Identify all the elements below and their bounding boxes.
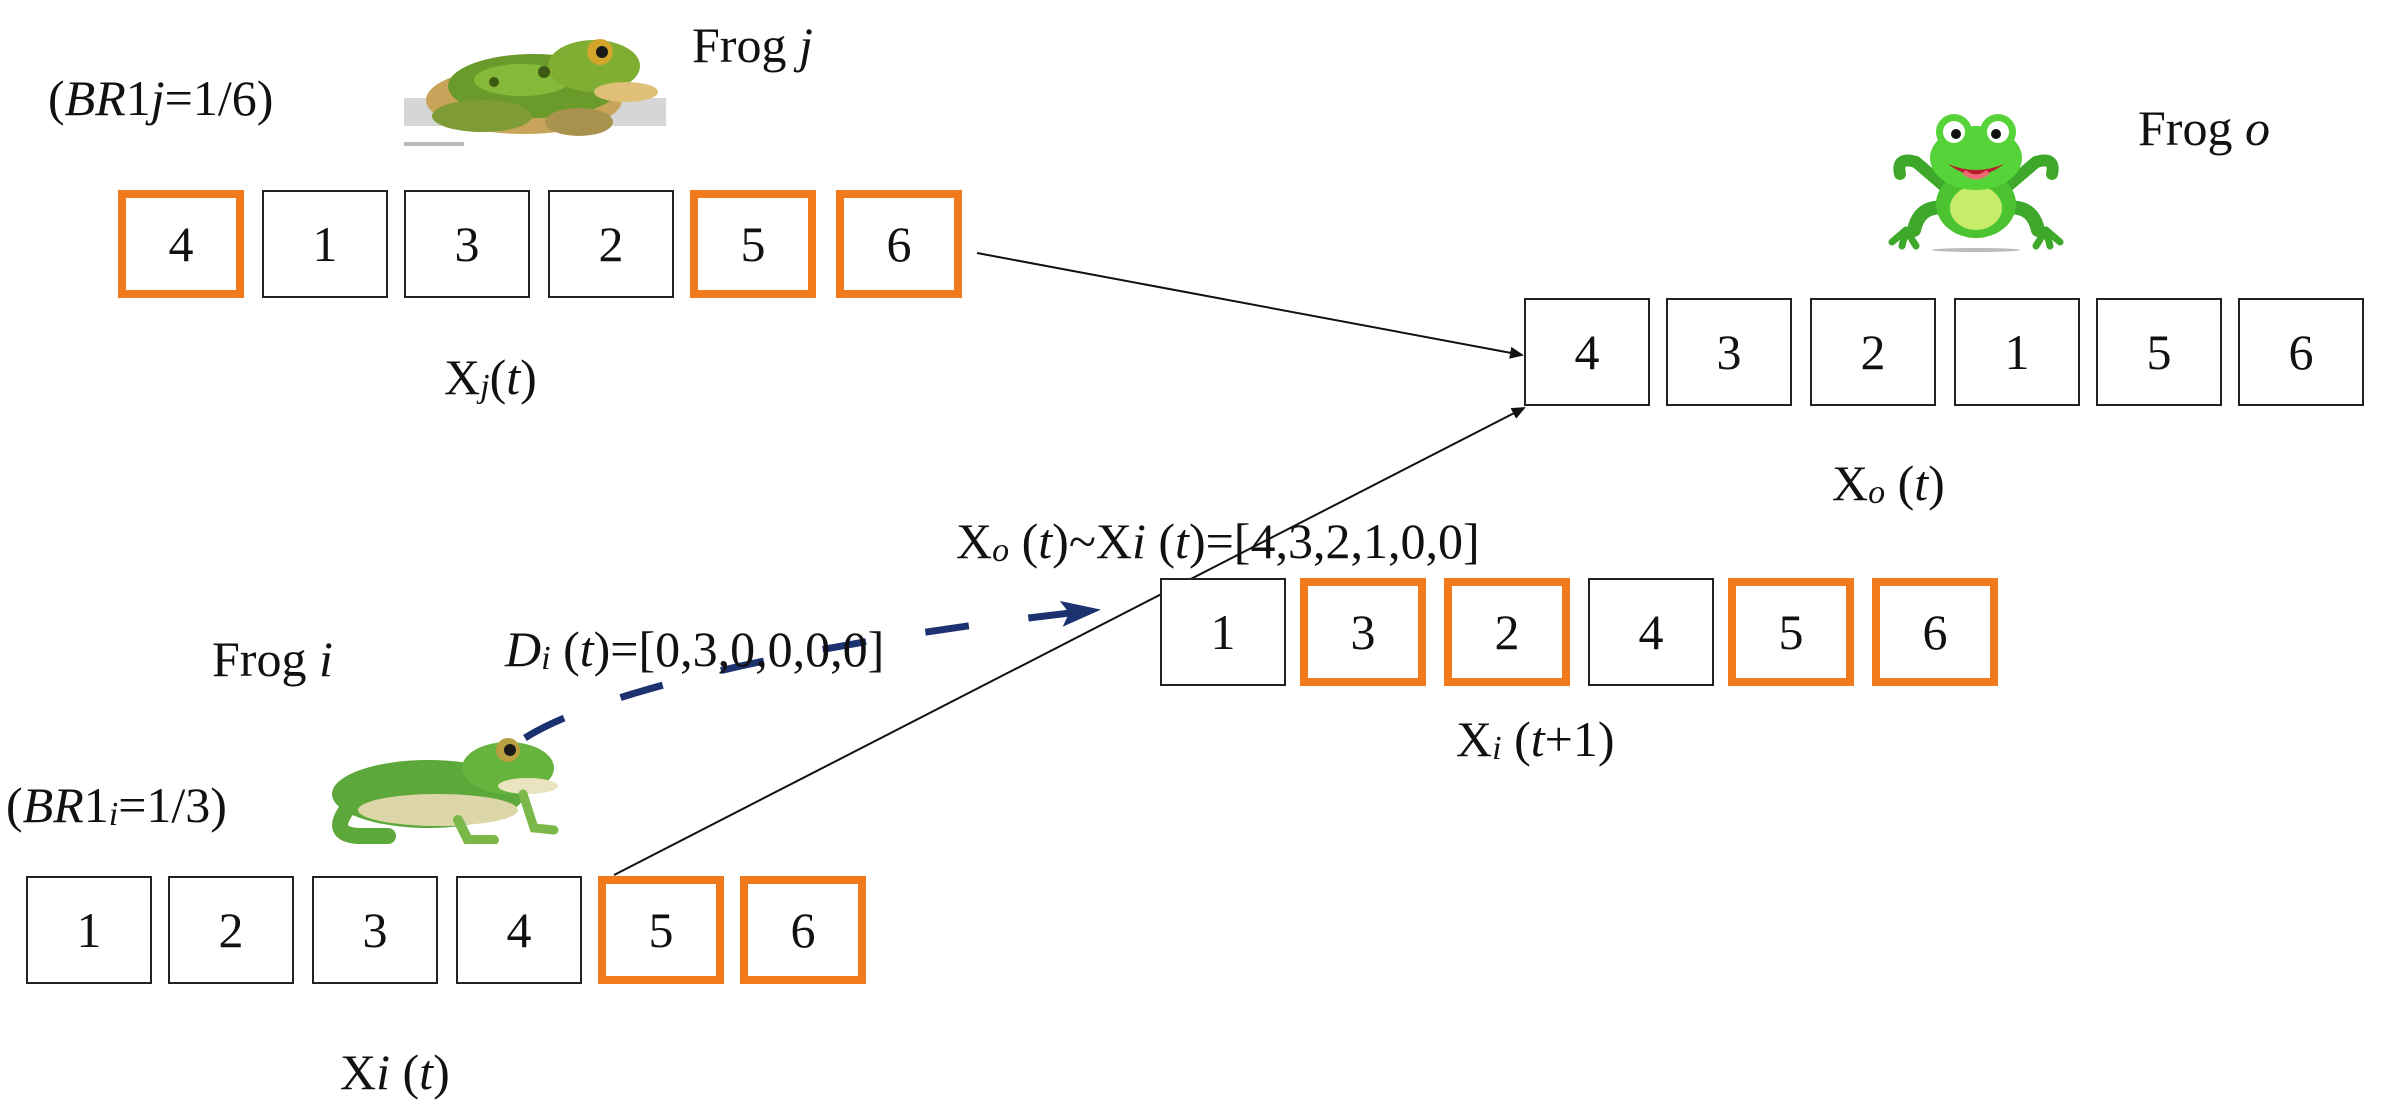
sequence-cell: 4	[1524, 298, 1650, 406]
sequence-cell: 1	[1954, 298, 2080, 406]
next-i-caption: Xi (t+1)	[1456, 711, 1615, 767]
sequence-cell: 5	[598, 876, 724, 984]
sequence-cell: 4	[456, 876, 582, 984]
sequence-cell: 2	[168, 876, 294, 984]
arrow-xj-to-xo	[976, 252, 1524, 359]
sequence-cell: 6	[836, 190, 962, 298]
sequence-cell: 6	[2238, 298, 2364, 406]
sequence-cell: 6	[740, 876, 866, 984]
frog-o-name: Frog o	[2138, 100, 2270, 156]
tree-frog-icon	[332, 738, 559, 844]
sequence-cell: 5	[690, 190, 816, 298]
sequence-cell: 4	[118, 190, 244, 298]
sequence-cell: 3	[404, 190, 530, 298]
frog-i-br-ratio: (BR1i=1/3)	[6, 777, 227, 833]
sequence-cell: 5	[2096, 298, 2222, 406]
sequence-cell: 1	[26, 876, 152, 984]
cartoon-frog-icon	[1888, 114, 2064, 252]
realistic-frog-icon	[404, 39, 666, 146]
sequence-cell: 2	[1810, 298, 1936, 406]
frog-i-caption: Xi (t)	[340, 1044, 450, 1100]
sequence-cell: 4	[1588, 578, 1714, 686]
sequence-cell: 3	[1666, 298, 1792, 406]
sequence-cell: 5	[1728, 578, 1854, 686]
sequence-cell: 2	[1444, 578, 1570, 686]
sequence-cell: 2	[548, 190, 674, 298]
frog-o-caption: Xo (t)	[1832, 455, 1945, 511]
sequence-cell: 3	[1300, 578, 1426, 686]
frog-j-br-ratio: (BR1j=1/6)	[48, 70, 274, 126]
dashed-arrow-di	[523, 600, 1101, 741]
frog-i-name: Frog i	[212, 631, 333, 687]
frog-j-name: Frog j	[692, 17, 813, 73]
frog-j-caption: Xj(t)	[444, 349, 537, 405]
sequence-cell: 6	[1872, 578, 1998, 686]
sequence-cell: 1	[262, 190, 388, 298]
d-vector-label: Di (t)=[0,3,0,0,0,0]	[505, 621, 885, 677]
arrow-xi-to-xo	[613, 407, 1526, 876]
sequence-cell: 1	[1160, 578, 1286, 686]
difference-label: Xo (t)~Xi (t)=[4,3,2,1,0,0]	[956, 513, 1480, 569]
sequence-cell: 3	[312, 876, 438, 984]
